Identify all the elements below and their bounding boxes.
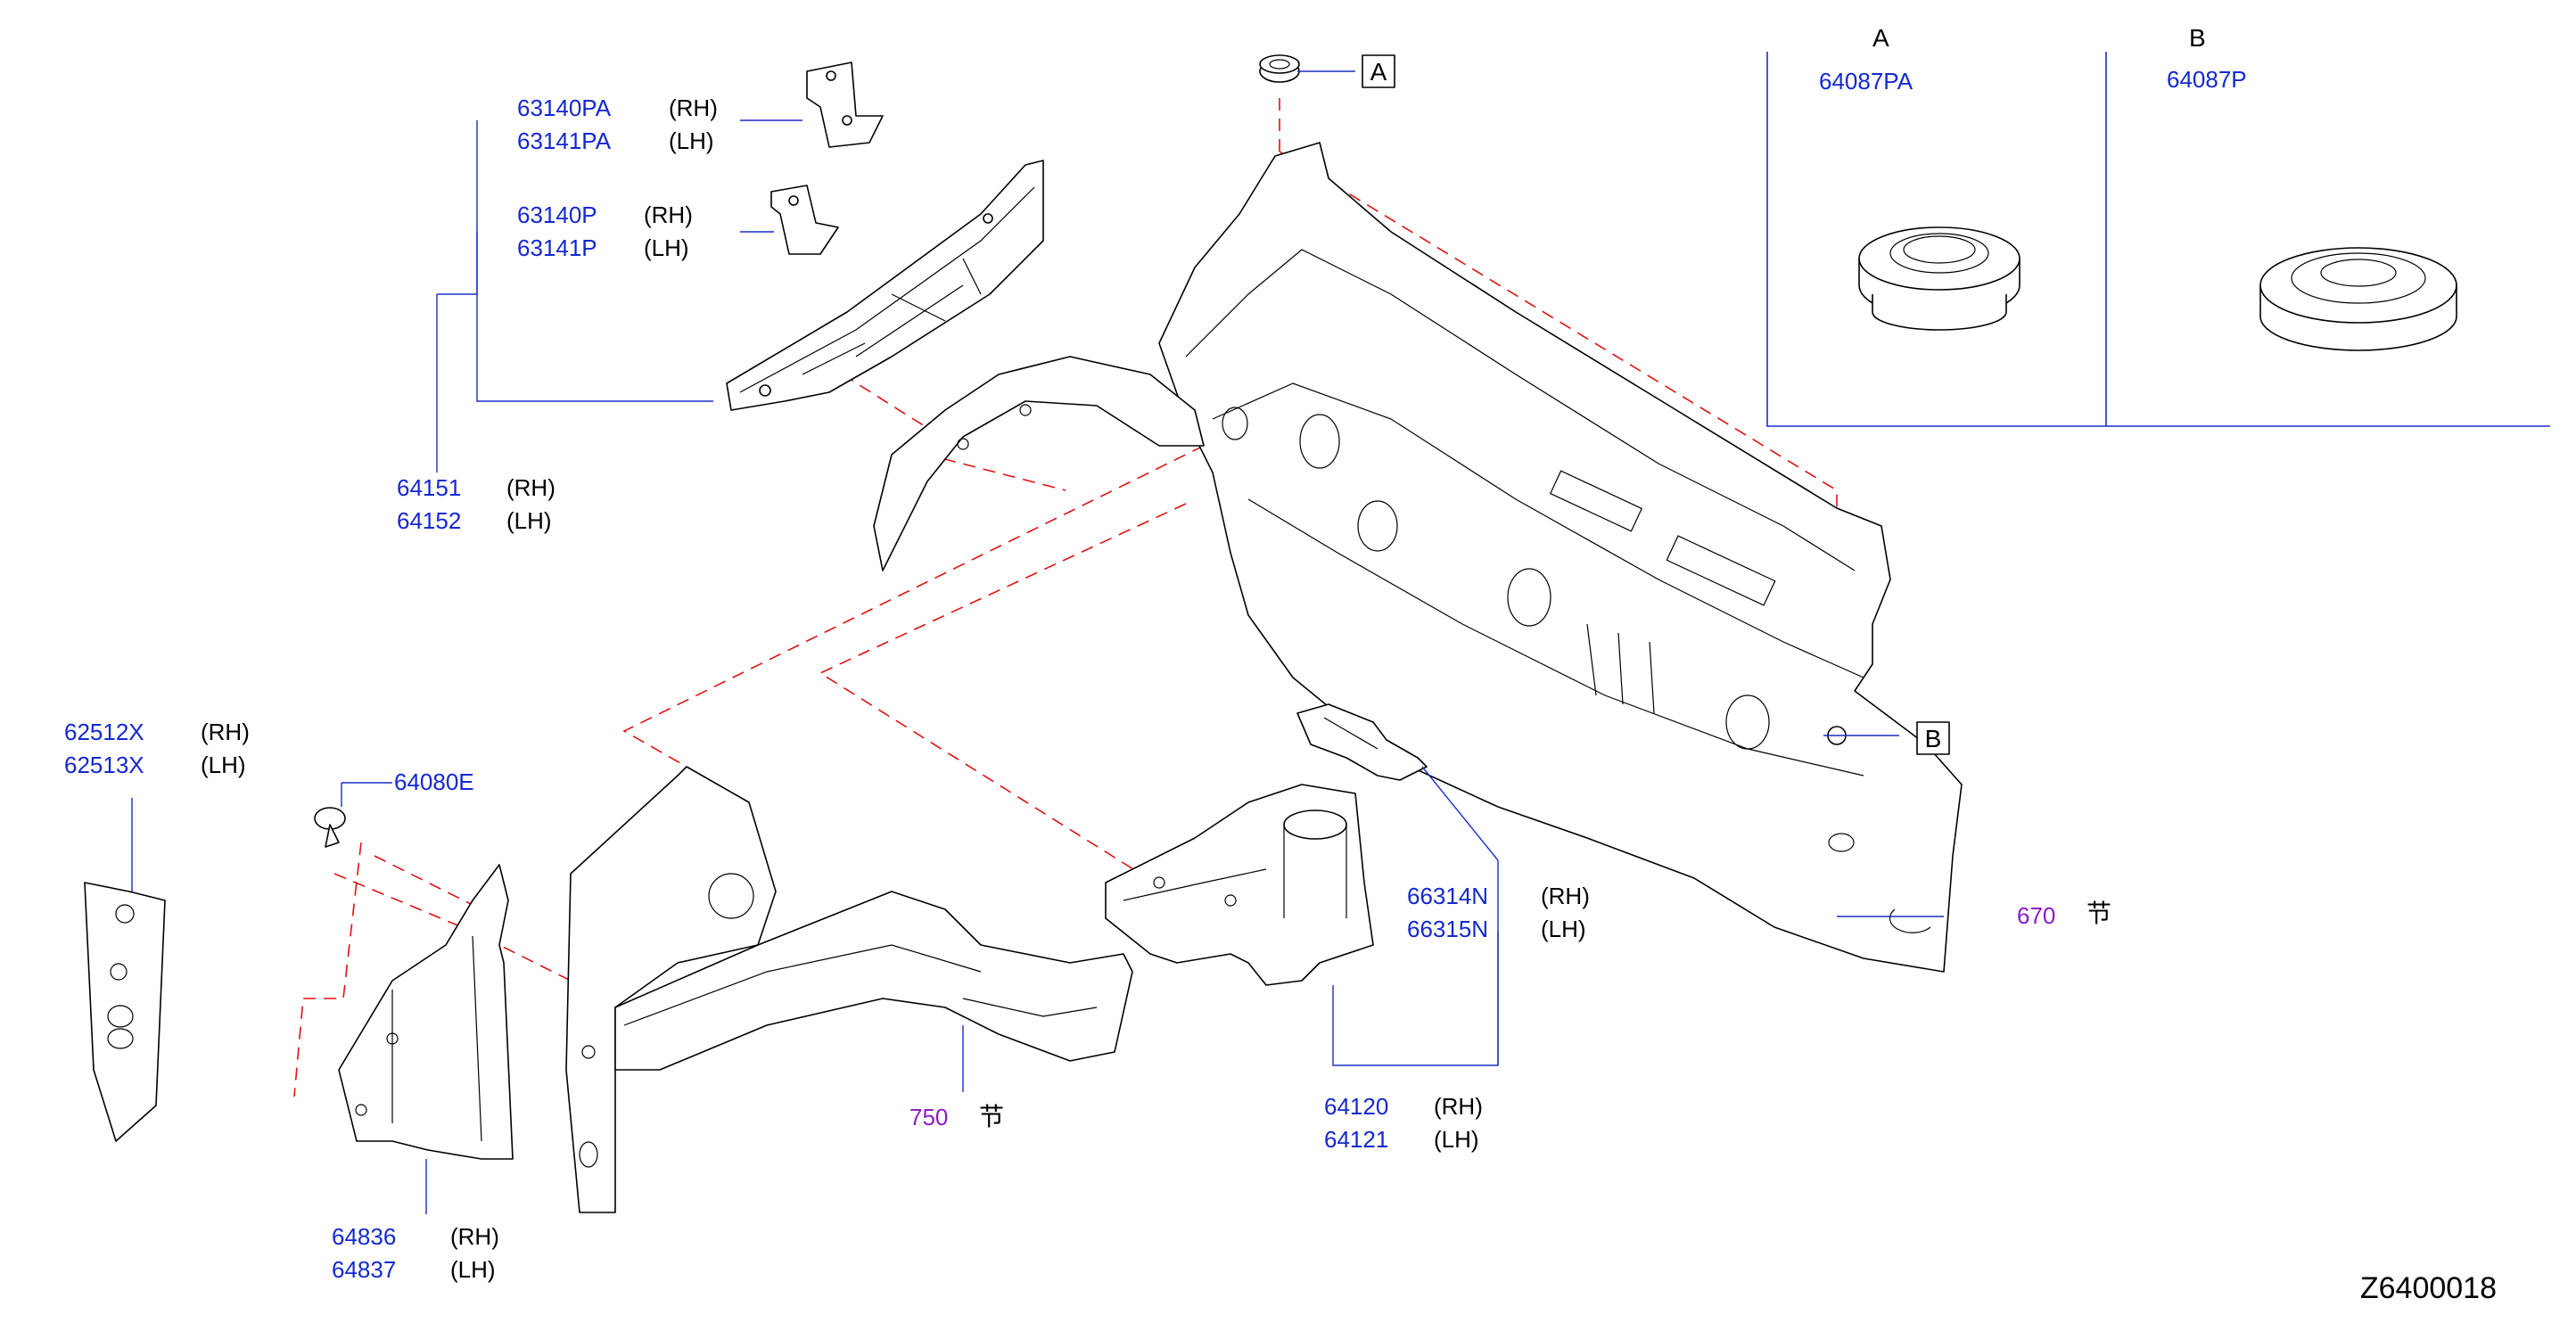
part-side: (RH) <box>450 1223 499 1250</box>
part-number[interactable]: 62512X <box>64 719 144 745</box>
part-number[interactable]: 64152 <box>397 507 461 534</box>
part-side: (LH) <box>201 752 246 778</box>
cowl-side-panel-illustration <box>726 160 1044 411</box>
detail-box-a-part[interactable]: 64087PA <box>1819 68 1913 94</box>
grommet-a-illustration <box>1858 226 2020 331</box>
part-side: (LH) <box>644 234 689 261</box>
diagram-code: Z6400018 <box>2360 1271 2497 1305</box>
part-side: (RH) <box>201 719 250 745</box>
bracket-63140p-illustration <box>770 185 839 255</box>
part-side: (RH) <box>506 474 556 501</box>
section-ref-750[interactable]: 750 节 <box>909 1102 1004 1131</box>
callout-64151[interactable]: 64151 (RH) <box>397 474 556 501</box>
part-number[interactable]: 66314N <box>1407 883 1488 909</box>
section-number[interactable]: 750 <box>909 1104 948 1130</box>
ref-marker-a-box <box>1362 54 1395 88</box>
part-number[interactable]: 66315N <box>1407 916 1488 942</box>
section-ref-670[interactable]: 670 节 <box>2017 899 2111 929</box>
front-side-member-illustration <box>565 766 1133 1213</box>
callout-64080e[interactable]: 64080E <box>394 768 474 795</box>
splash-shield-illustration <box>338 864 514 1160</box>
upper-member-illustration <box>1105 784 1374 986</box>
bracket-63140pa-illustration <box>806 62 884 148</box>
reinforcement-62512x-illustration <box>84 882 166 1142</box>
section-mark: 节 <box>2086 899 2111 928</box>
part-side: (LH) <box>506 507 552 534</box>
part-number[interactable]: 64080E <box>394 768 474 795</box>
part-side: (LH) <box>669 127 714 154</box>
ref-marker-a: A <box>1370 58 1387 86</box>
detail-box-b-letter: B <box>2189 24 2206 52</box>
callout-66315n[interactable]: 66315N (LH) <box>1407 916 1586 942</box>
detail-box-a-letter: A <box>1872 24 1889 52</box>
part-number[interactable]: 64836 <box>332 1223 396 1250</box>
part-number[interactable]: 63140PA <box>517 94 612 121</box>
callout-62513x[interactable]: 62513X (LH) <box>64 752 246 778</box>
part-side: (RH) <box>1541 883 1590 909</box>
callout-64152[interactable]: 64152 (LH) <box>397 507 552 534</box>
bracket-66314n-illustration <box>1296 703 1428 781</box>
detail-panel: A 64087PA B 64087P <box>1766 24 2550 427</box>
callout-63140pa[interactable]: 63140PA (RH) <box>517 94 718 121</box>
section-mark: 节 <box>979 1102 1004 1131</box>
callout-63140p[interactable]: 63140P (RH) <box>517 201 693 228</box>
callout-63141pa[interactable]: 63141PA (LH) <box>517 127 714 154</box>
callout-64121[interactable]: 64121 (LH) <box>1324 1126 1479 1153</box>
callout-63141p[interactable]: 63141P (LH) <box>517 234 689 261</box>
leader-lines <box>131 70 1944 1214</box>
part-number[interactable]: 63141PA <box>517 127 612 154</box>
section-number[interactable]: 670 <box>2017 902 2055 929</box>
part-number[interactable]: 64121 <box>1324 1126 1388 1153</box>
part-number[interactable]: 64151 <box>397 474 461 501</box>
detail-box-b-part[interactable]: 64087P <box>2167 66 2247 93</box>
callout-66314n[interactable]: 66314N (RH) <box>1407 883 1590 909</box>
part-number[interactable]: 63140P <box>517 201 597 228</box>
grommet-b-illustration <box>2259 247 2457 351</box>
part-side: (LH) <box>450 1256 496 1283</box>
clip-64080e-illustration <box>314 807 346 848</box>
wheelhouse-panel-illustration <box>873 356 1205 571</box>
part-side: (RH) <box>669 94 718 121</box>
part-number[interactable]: 64837 <box>332 1256 396 1283</box>
grommet-a-installed <box>1259 54 1300 83</box>
ref-marker-b-box <box>1916 721 1950 755</box>
part-side: (LH) <box>1434 1126 1479 1153</box>
part-side: (RH) <box>1434 1093 1483 1120</box>
ref-marker-b: B <box>1925 725 1942 752</box>
part-number[interactable]: 63141P <box>517 234 597 261</box>
part-number[interactable]: 64120 <box>1324 1093 1388 1120</box>
part-side: (LH) <box>1541 916 1586 942</box>
callout-64837[interactable]: 64837 (LH) <box>332 1256 496 1283</box>
part-side: (RH) <box>644 201 693 228</box>
callout-64120[interactable]: 64120 (RH) <box>1324 1093 1483 1120</box>
callout-62512x[interactable]: 62512X (RH) <box>64 719 250 745</box>
callout-64836[interactable]: 64836 (RH) <box>332 1223 499 1250</box>
part-number[interactable]: 62513X <box>64 752 144 778</box>
dash-panel-illustration <box>1158 142 1963 973</box>
